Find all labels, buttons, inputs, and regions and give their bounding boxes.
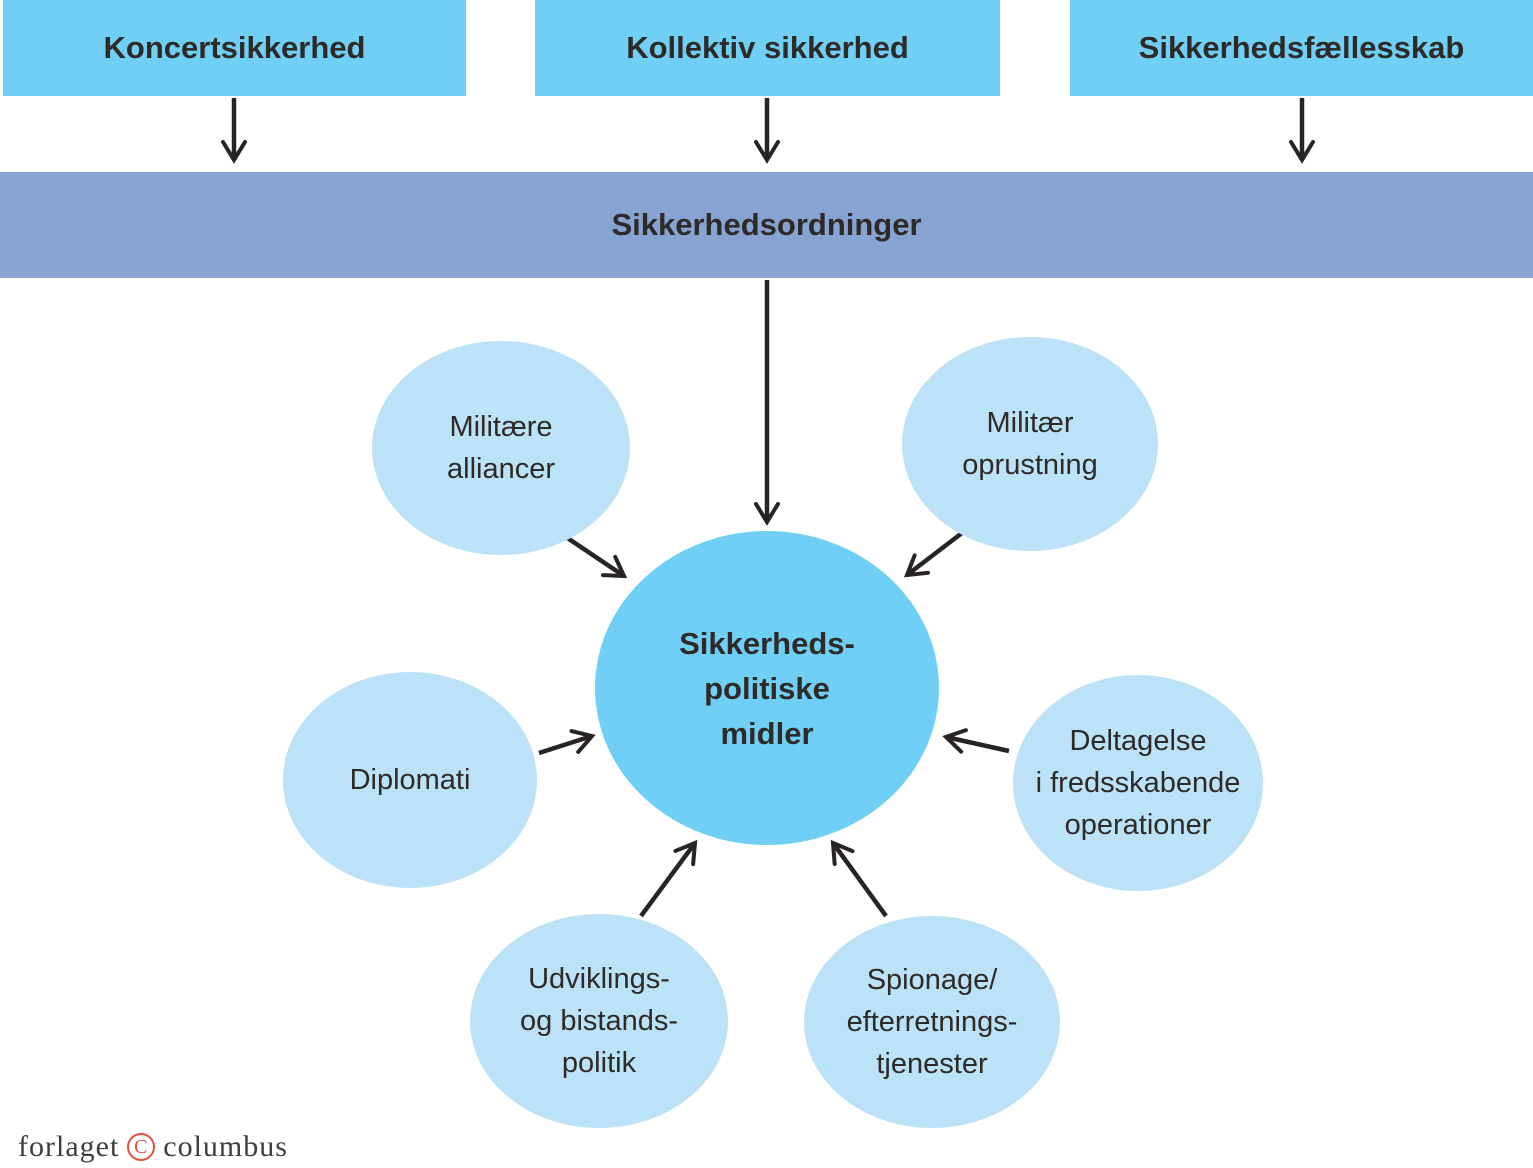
publisher-name-right: columbus [163, 1130, 288, 1163]
sat-label-line: efterretnings- [846, 1006, 1018, 1038]
center-label-line: politiske [704, 670, 830, 706]
sat-label-line: Deltagelse [1069, 725, 1207, 757]
arrow-deltagelse-to-center [942, 728, 1010, 754]
node-sikkerhedsfaellesskab: Sikkerhedsfællesskab [1070, 0, 1533, 96]
sat-label-line: operationer [1064, 809, 1212, 841]
node-sikkerhedsordninger: Sikkerhedsordninger [0, 172, 1533, 278]
sat-label-line: Udviklings- [528, 963, 670, 995]
node-kollektiv-sikkerhed: Kollektiv sikkerhed [535, 0, 1000, 96]
sat-label-line: oprustning [962, 449, 1098, 481]
sat-label-line: i fredsskabende [1035, 767, 1241, 799]
arrow-oprustning-to-center [903, 531, 964, 578]
center-label-line: Sikkerheds- [679, 625, 855, 661]
arrow-spionage-to-center [830, 839, 888, 918]
sat-label-line: politik [561, 1047, 637, 1079]
node-militaere-alliancer: Militære alliancer [372, 341, 630, 555]
node-diplomati: Diplomati [283, 672, 537, 888]
copyright-letter: C [134, 1135, 149, 1158]
node-udviklings-og-bistandspolitik: Udviklings- og bistands- politik [470, 914, 728, 1128]
node-label: Sikkerhedsfællesskab [1138, 30, 1465, 65]
sat-label-line: alliancer [447, 453, 555, 485]
arrow-udviklings-to-center [639, 839, 698, 918]
node-label: Kollektiv sikkerhed [626, 30, 909, 65]
node-koncertsikkerhed: Koncertsikkerhed [3, 0, 466, 96]
sat-label-line: Militær [986, 407, 1074, 439]
sat-label-line: tjenester [876, 1048, 988, 1080]
arrow-diplomati-to-center [538, 729, 596, 756]
copyright-icon: C [127, 1133, 156, 1161]
sat-label-line: Spionage/ [866, 964, 998, 996]
node-spionage-efterretningstjenester: Spionage/ efterretnings- tjenester [804, 916, 1060, 1128]
publisher-name-left: forlaget [18, 1130, 120, 1163]
sat-label-line: og bistands- [520, 1005, 678, 1037]
node-militaer-oprustning: Militær oprustning [902, 337, 1158, 551]
band-label: Sikkerhedsordninger [611, 207, 922, 242]
node-label: Koncertsikkerhed [103, 30, 366, 65]
center-label-line: midler [720, 715, 814, 751]
sat-label-line: Militære [449, 411, 553, 443]
sat-label-line: Diplomati [349, 764, 471, 796]
arrow-alliancer-to-center [564, 535, 628, 579]
node-sikkerhedspolitiske-midler: Sikkerheds- politiske midler [595, 531, 939, 845]
publisher-logo: forlaget C columbus [18, 1130, 288, 1164]
node-deltagelse-i-fredsskabende-operationer: Deltagelse i fredsskabende operationer [1013, 675, 1263, 891]
